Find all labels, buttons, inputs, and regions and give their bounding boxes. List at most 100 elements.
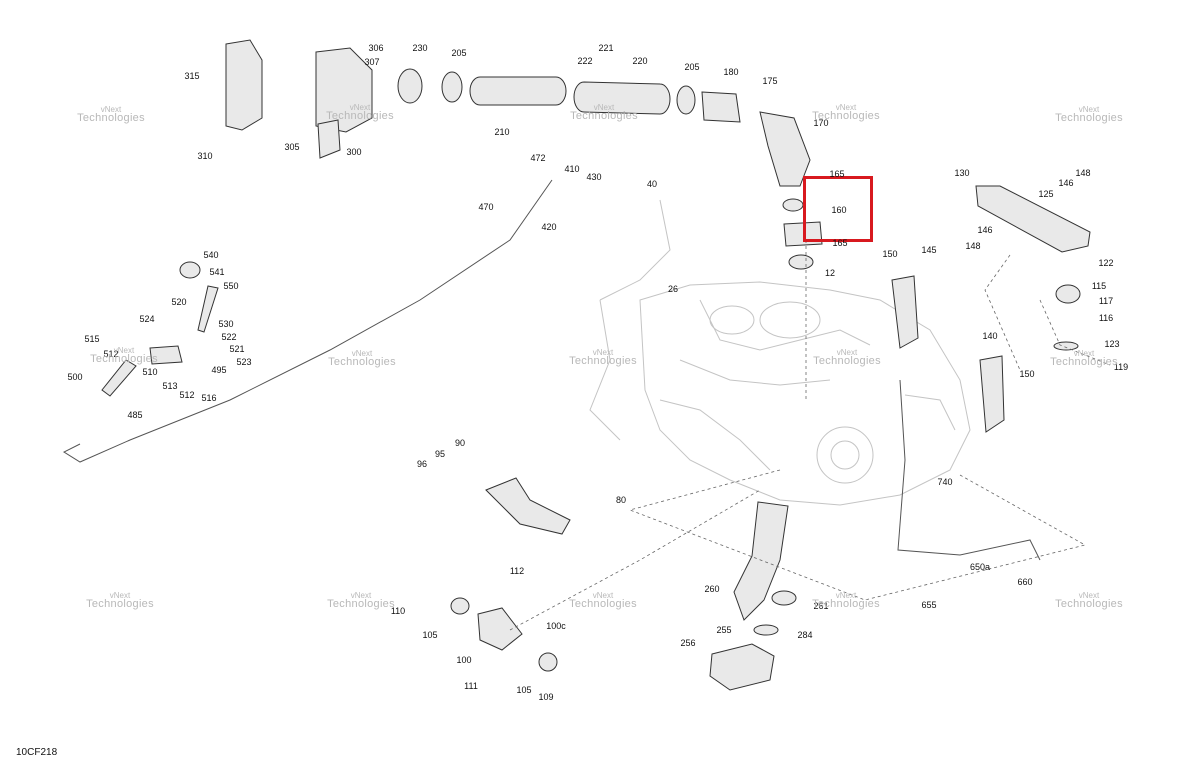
callout-label: 150: [882, 249, 898, 259]
callout-label: 516: [201, 393, 217, 403]
callout-label: 148: [965, 241, 981, 251]
callout-label: 148: [1075, 168, 1091, 178]
callout-label: 520: [171, 297, 187, 307]
callout-label: 261: [813, 601, 829, 611]
callout-label: 109: [538, 692, 554, 702]
callout-label: 146: [977, 225, 993, 235]
callout-label: 430: [586, 172, 602, 182]
callout-label: 515: [84, 334, 100, 344]
callout-label: 230: [412, 43, 428, 53]
callout-label: 521: [229, 344, 245, 354]
callout-label: 310: [197, 151, 213, 161]
callout-label: 40: [646, 179, 658, 189]
callout-label: 170: [813, 118, 829, 128]
callout-label: 122: [1098, 258, 1114, 268]
callout-label: 222: [577, 56, 593, 66]
callout-label: 119: [1113, 362, 1129, 372]
callout-label: 284: [797, 630, 813, 640]
callout-label: 205: [451, 48, 467, 58]
callout-label: 256: [680, 638, 696, 648]
callout-label: 165: [832, 238, 848, 248]
callout-label: 125: [1038, 189, 1054, 199]
callout-label: 650a: [969, 562, 991, 572]
callout-label: 160: [831, 205, 847, 215]
callout-label: 655: [921, 600, 937, 610]
callout-label: 112: [509, 566, 525, 576]
callout-label: 123: [1104, 339, 1120, 349]
callout-label: 315: [184, 71, 200, 81]
callout-label: 485: [127, 410, 143, 420]
callout-label: 510: [142, 367, 158, 377]
callout-label: 116: [1098, 313, 1114, 323]
callout-label: 105: [516, 685, 532, 695]
callout-label: 130: [954, 168, 970, 178]
callout-label: 220: [632, 56, 648, 66]
callout-label: 550: [223, 281, 239, 291]
intake-parts: [225, 39, 823, 270]
callout-label: 513: [162, 381, 178, 391]
engine-mount-parts: [450, 477, 797, 691]
callout-label: 96: [416, 459, 428, 469]
callout-label: 410: [564, 164, 580, 174]
callout-label: 80: [615, 495, 627, 505]
engine-ghost-outline: [589, 199, 971, 506]
callout-label: 740: [937, 477, 953, 487]
callout-label: 145: [921, 245, 937, 255]
callout-label: 146: [1058, 178, 1074, 188]
callout-label: 140: [982, 331, 998, 341]
callout-label: 111: [464, 681, 478, 691]
callout-label: 512: [103, 349, 119, 359]
callout-label: 12: [824, 268, 836, 278]
callout-label: 306: [368, 43, 384, 53]
callout-label: 540: [203, 250, 219, 260]
callout-label: 260: [704, 584, 720, 594]
callout-label: 255: [716, 625, 732, 635]
callout-label: 541: [209, 267, 225, 277]
callout-label: 100: [456, 655, 472, 665]
callout-label: 180: [723, 67, 739, 77]
callout-label: 470: [478, 202, 494, 212]
callout-label: 117: [1098, 296, 1114, 306]
highlight-box-160: [803, 176, 873, 242]
callout-label: 512: [179, 390, 195, 400]
callout-label: 165: [829, 169, 845, 179]
callout-label: 110: [390, 606, 406, 616]
callout-label: 500: [67, 372, 83, 382]
callout-label: 300: [346, 147, 362, 157]
callout-label: 472: [530, 153, 546, 163]
callout-label: 523: [236, 357, 252, 367]
callout-label: 175: [762, 76, 778, 86]
callout-label: 221: [598, 43, 614, 53]
callout-label: 524: [139, 314, 155, 324]
callout-label: 100c: [546, 621, 566, 631]
reference-lines: [509, 240, 1111, 631]
callout-label: 115: [1091, 281, 1107, 291]
callout-label: 307: [364, 57, 380, 67]
callout-label: 660: [1017, 577, 1033, 587]
shifter-assembly: [62, 179, 1041, 561]
callout-label: 26: [667, 284, 679, 294]
callout-label: 105: [422, 630, 438, 640]
callout-label: 522: [221, 332, 237, 342]
callout-label: 210: [494, 127, 510, 137]
diagram-code: 10CF218: [16, 747, 58, 758]
callout-label: 530: [218, 319, 234, 329]
callout-label: 150: [1019, 369, 1035, 379]
right-brackets: [891, 185, 1091, 433]
callout-label: 495: [211, 365, 227, 375]
